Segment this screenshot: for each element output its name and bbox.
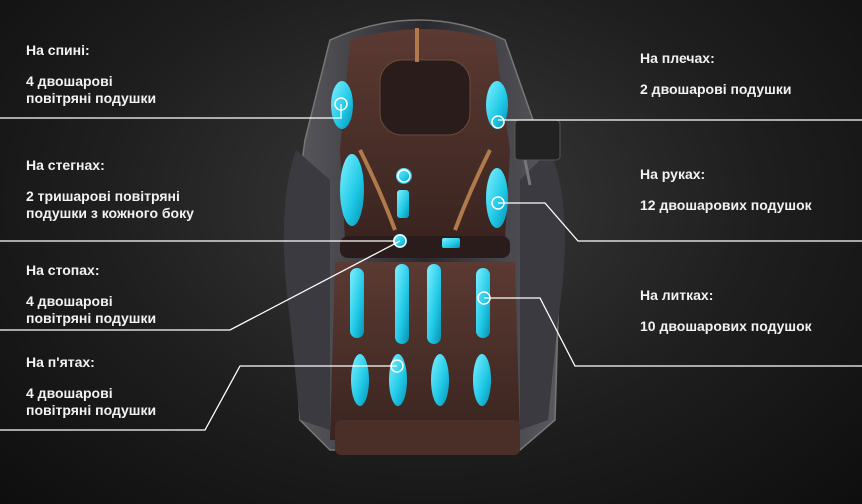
label-hips-desc-line1: 2 тришарові повітряні — [26, 188, 180, 204]
chair-headrest — [379, 59, 471, 136]
label-feet-desc-line2: повітряні подушки — [26, 310, 157, 326]
left-armrest — [283, 150, 330, 430]
right-armrest — [520, 150, 565, 430]
label-arms: На руках: 12 двошарових подушок — [640, 166, 812, 214]
label-heels-desc-line2: повітряні подушки — [26, 402, 157, 418]
label-back-title: На спині: — [26, 42, 90, 58]
label-calves-desc: 10 двошарових подушок — [640, 318, 812, 334]
label-calves-title: На литках: — [640, 287, 714, 303]
label-shoulders-desc: 2 двошарові подушки — [640, 81, 792, 97]
label-feet-desc-line1: 4 двошарові — [26, 293, 113, 309]
label-calves: На литках: 10 двошарових подушок — [640, 287, 812, 335]
label-hips-title: На стегнах: — [26, 157, 105, 173]
label-back: На спині: 4 двошарові повітряні подушки — [26, 42, 156, 107]
label-heels: На п'ятах: 4 двошарові повітряні подушки — [26, 354, 156, 419]
label-feet-title: На стопах: — [26, 262, 100, 278]
label-hips: На стегнах: 2 тришарові повітряні подушк… — [26, 157, 194, 222]
label-heels-desc-line1: 4 двошарові — [26, 385, 113, 401]
label-back-desc-line1: 4 двошарові — [26, 73, 113, 89]
label-shoulders: На плечах: 2 двошарові подушки — [640, 50, 791, 98]
label-arms-desc: 12 двошарових подушок — [640, 197, 812, 213]
label-feet: На стопах: 4 двошарові повітряні подушки — [26, 262, 156, 327]
chair-seat — [340, 236, 510, 258]
label-shoulders-title: На плечах: — [640, 50, 715, 66]
label-back-desc-line2: повітряні подушки — [26, 90, 157, 106]
label-heels-title: На п'ятах: — [26, 354, 95, 370]
control-panel — [514, 119, 561, 161]
label-arms-title: На руках: — [640, 166, 706, 182]
label-hips-desc-line2: подушки з кожного боку — [26, 205, 194, 221]
